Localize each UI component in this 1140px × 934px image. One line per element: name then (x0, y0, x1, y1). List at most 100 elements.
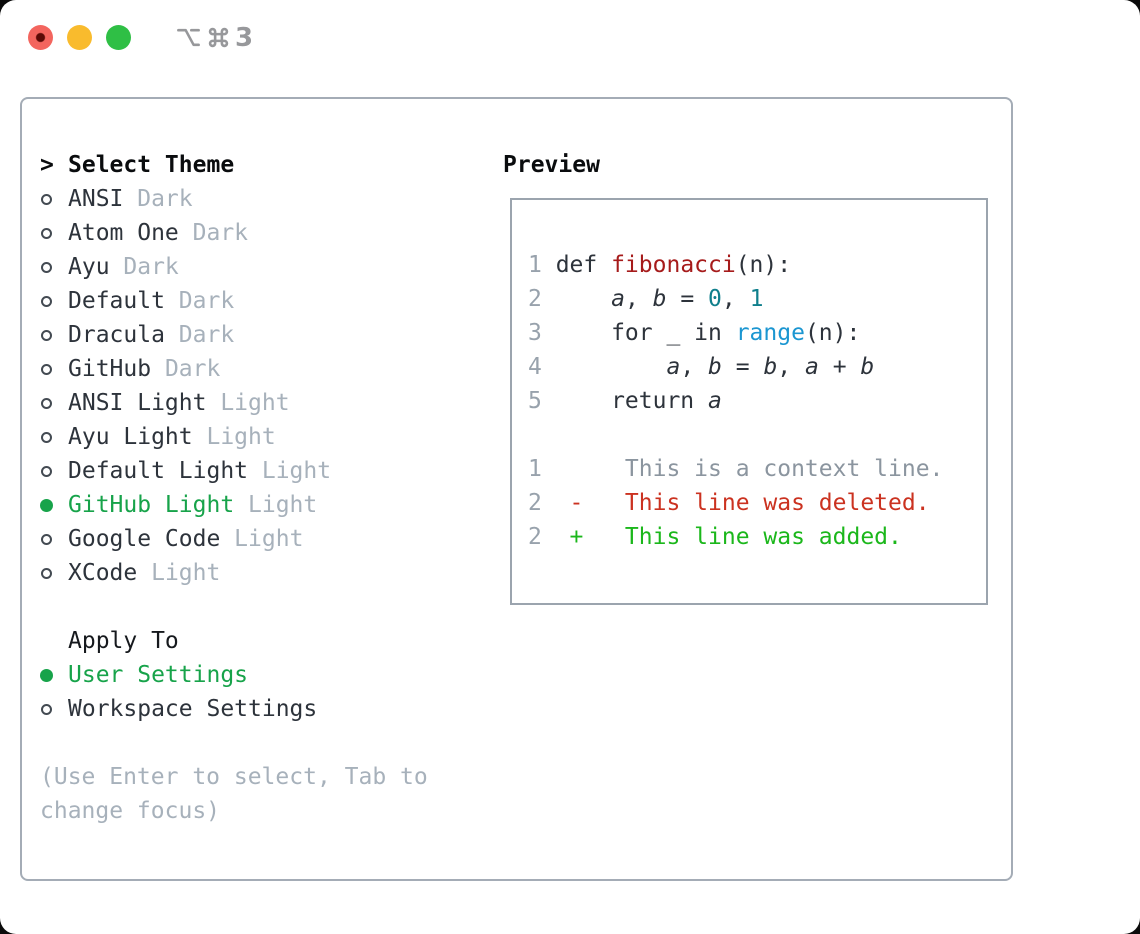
theme-option-ansi-light[interactable]: ANSI Light Light (40, 386, 490, 420)
line-number: 2 (528, 524, 542, 550)
minimize-button[interactable] (67, 25, 92, 50)
diff-line: 2 - This line was deleted. (528, 486, 978, 520)
theme-variant-tag: Dark (164, 288, 235, 314)
theme-option-ansi[interactable]: ANSI Dark (40, 182, 490, 216)
apply-option-workspace-settings[interactable]: Workspace Settings (40, 692, 490, 726)
theme-option-github-light[interactable]: GitHub Light Light (40, 488, 490, 522)
apply-option-label: Workspace Settings (68, 696, 318, 722)
code-token: b (708, 354, 722, 380)
code-token: - This line was deleted. (555, 490, 930, 516)
radio-icon (40, 465, 68, 477)
code-token: def (555, 252, 612, 278)
theme-option-ayu-light[interactable]: Ayu Light Light (40, 420, 490, 454)
hint-text-line-2: change focus) (40, 798, 221, 824)
code-token: b (860, 354, 875, 380)
preview-title: Preview (503, 152, 600, 178)
theme-variant-tag: Light (206, 390, 290, 416)
radio-icon (40, 363, 68, 375)
theme-variant-tag: Light (248, 458, 332, 484)
code-token: a (805, 354, 819, 380)
theme-option-google-code[interactable]: Google Code Light (40, 522, 490, 556)
apply-to-header: Apply To (40, 624, 490, 658)
code-token: = (666, 286, 709, 312)
code-token: , (721, 286, 750, 312)
line-number: 1 (528, 456, 542, 482)
code-token: a (611, 286, 625, 312)
code-token: fibonacci (611, 252, 736, 278)
line-number: 1 (528, 252, 542, 278)
code-line: 5 return a (528, 384, 978, 418)
theme-variant-tag: Dark (109, 254, 179, 280)
radio-icon (40, 397, 68, 409)
theme-option-atom-one[interactable]: Atom One Dark (40, 216, 490, 250)
selected-radio-icon (40, 668, 68, 682)
theme-name: GitHub Light (68, 492, 235, 518)
code-line: 4 a, b = b, a + b (528, 350, 978, 384)
code-token: , (777, 354, 805, 380)
code-token: 1 (749, 286, 764, 312)
line-number: 2 (528, 490, 542, 516)
radio-icon (40, 703, 68, 715)
theme-variant-tag: Dark (123, 186, 193, 212)
line-number: 5 (528, 388, 542, 414)
radio-icon (40, 261, 68, 273)
radio-icon (40, 193, 68, 205)
select-theme-label: Select Theme (68, 152, 235, 178)
code-token (556, 286, 611, 312)
code-token: + (818, 354, 861, 380)
close-button[interactable] (28, 25, 53, 50)
theme-name: ANSI (68, 186, 124, 212)
theme-name: Atom One (68, 220, 179, 246)
code-token: 0 (708, 286, 722, 312)
code-token: (n): (735, 252, 792, 278)
blank-line (528, 418, 978, 452)
title-bar: 3 (0, 0, 1140, 75)
spacer (40, 590, 490, 624)
code-token: b (763, 354, 778, 380)
theme-variant-tag: Light (192, 424, 276, 450)
code-token (556, 354, 667, 380)
line-number: 4 (528, 354, 542, 380)
radio-icon (40, 295, 68, 307)
code-token: a (666, 354, 681, 380)
theme-variant-tag: Light (220, 526, 304, 552)
code-token: This is a context line. (555, 456, 944, 482)
select-theme-header: > Select Theme (40, 148, 490, 182)
radio-icon (40, 533, 68, 545)
theme-name: Default (68, 288, 165, 314)
command-icon (205, 24, 232, 51)
code-token: return (555, 388, 709, 414)
radio-icon (40, 227, 68, 239)
zoom-button[interactable] (106, 25, 131, 50)
hint-text-line-1: (Use Enter to select, Tab to (40, 764, 428, 790)
radio-icon (40, 431, 68, 443)
theme-option-ayu[interactable]: Ayu Dark (40, 250, 490, 284)
theme-option-github[interactable]: GitHub Dark (40, 352, 490, 386)
radio-icon (40, 567, 68, 579)
theme-option-default-light[interactable]: Default Light Light (40, 454, 490, 488)
apply-option-user-settings[interactable]: User Settings (40, 658, 490, 692)
theme-option-xcode[interactable]: XCode Light (40, 556, 490, 590)
theme-option-default[interactable]: Default Dark (40, 284, 490, 318)
theme-name: Ayu Light (68, 424, 193, 450)
theme-variant-tag: Light (234, 492, 318, 518)
shortcut-number: 3 (235, 22, 254, 53)
theme-name: ANSI Light (68, 390, 207, 416)
theme-name: Dracula (68, 322, 165, 348)
preview-column: Preview 1 def fibonacci(n): 2 a, b = 0, 1 3… (503, 148, 988, 605)
theme-name: Default Light (68, 458, 249, 484)
apply-to-label: Apply To (68, 628, 179, 654)
theme-name: Google Code (68, 526, 221, 552)
theme-variant-tag: Dark (151, 356, 221, 382)
option-icon (175, 24, 202, 51)
selected-radio-icon (40, 498, 68, 512)
spacer (40, 726, 490, 760)
theme-option-dracula[interactable]: Dracula Dark (40, 318, 490, 352)
line-number: 3 (528, 320, 542, 346)
